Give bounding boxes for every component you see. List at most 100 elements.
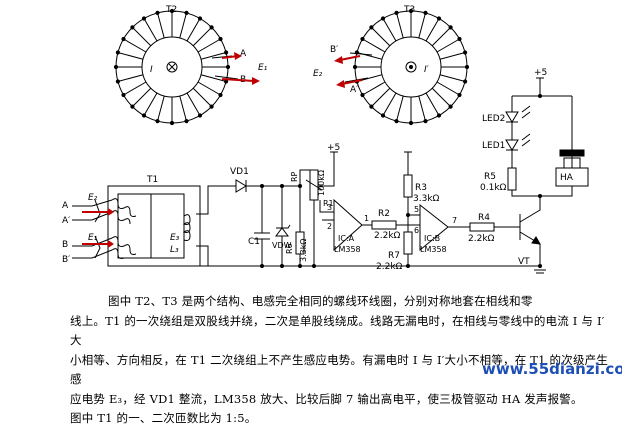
- input-a-top: A: [62, 201, 69, 211]
- winding-dot: [394, 10, 399, 16]
- ic-b-pin7: 7: [452, 216, 457, 225]
- winding-turn: [200, 52, 227, 60]
- winding-dot: [225, 64, 231, 70]
- winding-turn: [117, 52, 144, 60]
- winding-dot: [408, 120, 414, 126]
- winding-turn: [179, 95, 187, 122]
- winding-dot: [464, 64, 470, 70]
- led2-label: LED2: [482, 114, 505, 124]
- winding-turn: [396, 12, 404, 39]
- t3-current-label: I′: [424, 65, 429, 75]
- ic-b-pin6: 6: [414, 226, 419, 235]
- winding-dot: [121, 36, 126, 42]
- winding-turn: [143, 92, 158, 116]
- rp-label: RP: [290, 171, 299, 182]
- winding-dot: [462, 50, 468, 55]
- winding-turn: [200, 74, 227, 82]
- winding-turn: [132, 27, 152, 47]
- ic-a-pin3: 3: [327, 203, 332, 212]
- ic-a-pin2: 2: [327, 222, 332, 231]
- winding-dot: [169, 8, 175, 14]
- winding-turn: [425, 92, 440, 116]
- input-b-bottom: B′: [62, 255, 70, 265]
- winding-turn: [418, 12, 426, 39]
- winding-dot: [448, 104, 453, 109]
- winding-turn: [117, 74, 144, 82]
- winding-turn: [197, 81, 221, 96]
- caption-line-3: 小相等、方向相反，在 T1 二次绕组上不产生感应电势。有漏电时 I 与 I′大小…: [70, 352, 609, 387]
- winding-dot: [169, 120, 175, 126]
- vt-label: VT: [518, 257, 530, 267]
- winding-turn: [186, 18, 201, 42]
- winding-turn: [157, 12, 165, 39]
- input-arrows: [82, 208, 114, 248]
- winding-turn: [396, 95, 404, 122]
- winding-dot: [457, 36, 462, 42]
- r3-label: R3: [415, 183, 427, 193]
- winding-dot: [457, 92, 462, 98]
- watermark: www.55dianzi.com: [482, 360, 622, 378]
- vdw-label: VDW: [272, 241, 292, 250]
- winding-l3: L₃: [170, 245, 179, 255]
- caption-line-1: 图中 T2、T3 是两个结构、电感完全相同的螺线环线圈，分别对称地套在相线和零: [108, 294, 533, 308]
- r4-label: R4: [478, 213, 490, 223]
- r7-label: R7: [388, 251, 400, 261]
- r3-value: 3.3kΩ: [413, 194, 440, 204]
- circuit-dots: [260, 94, 542, 268]
- winding-dot: [223, 50, 229, 55]
- t3-label: T3: [403, 5, 415, 15]
- ic-a-part: LM358: [334, 245, 361, 254]
- emf-e2: E₂: [88, 193, 98, 203]
- winding-dot: [380, 16, 386, 21]
- winding-dot: [360, 36, 365, 42]
- t2-current-label: I: [150, 65, 153, 75]
- winding-turn: [362, 81, 386, 96]
- winding-turn: [382, 18, 397, 42]
- led1-label: LED1: [482, 141, 505, 151]
- t3-output-b: B′: [330, 45, 338, 55]
- toroid-t2: [113, 8, 239, 126]
- winding-dot: [423, 118, 428, 124]
- winding-dot: [218, 36, 223, 42]
- winding-dot: [141, 113, 147, 118]
- winding-dot: [369, 25, 374, 30]
- winding-turn: [123, 38, 147, 53]
- winding-dot: [121, 92, 126, 98]
- winding-turn: [436, 38, 460, 53]
- supply-label: +5: [327, 143, 340, 153]
- winding-dot: [394, 118, 399, 124]
- t2-output-a: A: [240, 49, 247, 59]
- winding-dot: [130, 104, 135, 109]
- t1-label: T1: [146, 175, 158, 185]
- winding-dot: [462, 79, 468, 84]
- vd1-label: VD1: [230, 167, 249, 177]
- winding-dot: [113, 64, 119, 70]
- ic-b-label: IC:B: [424, 234, 440, 243]
- winding-dot: [197, 16, 203, 21]
- circuit-wiring: [72, 77, 589, 274]
- supply-right-label: +5: [534, 68, 547, 78]
- emf-e1: E₁: [88, 233, 98, 243]
- c1-label: C1: [248, 237, 260, 247]
- winding-dot: [223, 79, 229, 84]
- rp-value: 100kΩ: [317, 170, 326, 196]
- r6-label: R6: [285, 243, 294, 254]
- winding-turn: [371, 27, 391, 47]
- toroid-t3: [344, 8, 470, 126]
- t2-emf-label: E₁: [258, 63, 268, 73]
- winding-dot: [115, 79, 121, 84]
- winding-turn: [157, 95, 165, 122]
- t2-label: T2: [165, 5, 177, 15]
- winding-turn: [362, 38, 386, 53]
- r7-value: 2.2kΩ: [376, 262, 403, 272]
- winding-turn: [192, 87, 212, 107]
- winding-turn: [431, 27, 451, 47]
- winding-turn: [439, 74, 466, 82]
- ic-b-pin5: 5: [414, 205, 419, 214]
- winding-dot: [360, 92, 365, 98]
- winding-dot: [408, 8, 414, 14]
- winding-turn: [143, 18, 158, 42]
- winding-turn: [431, 87, 451, 107]
- winding-dot: [141, 16, 147, 21]
- r2-value: 2.2kΩ: [374, 231, 401, 241]
